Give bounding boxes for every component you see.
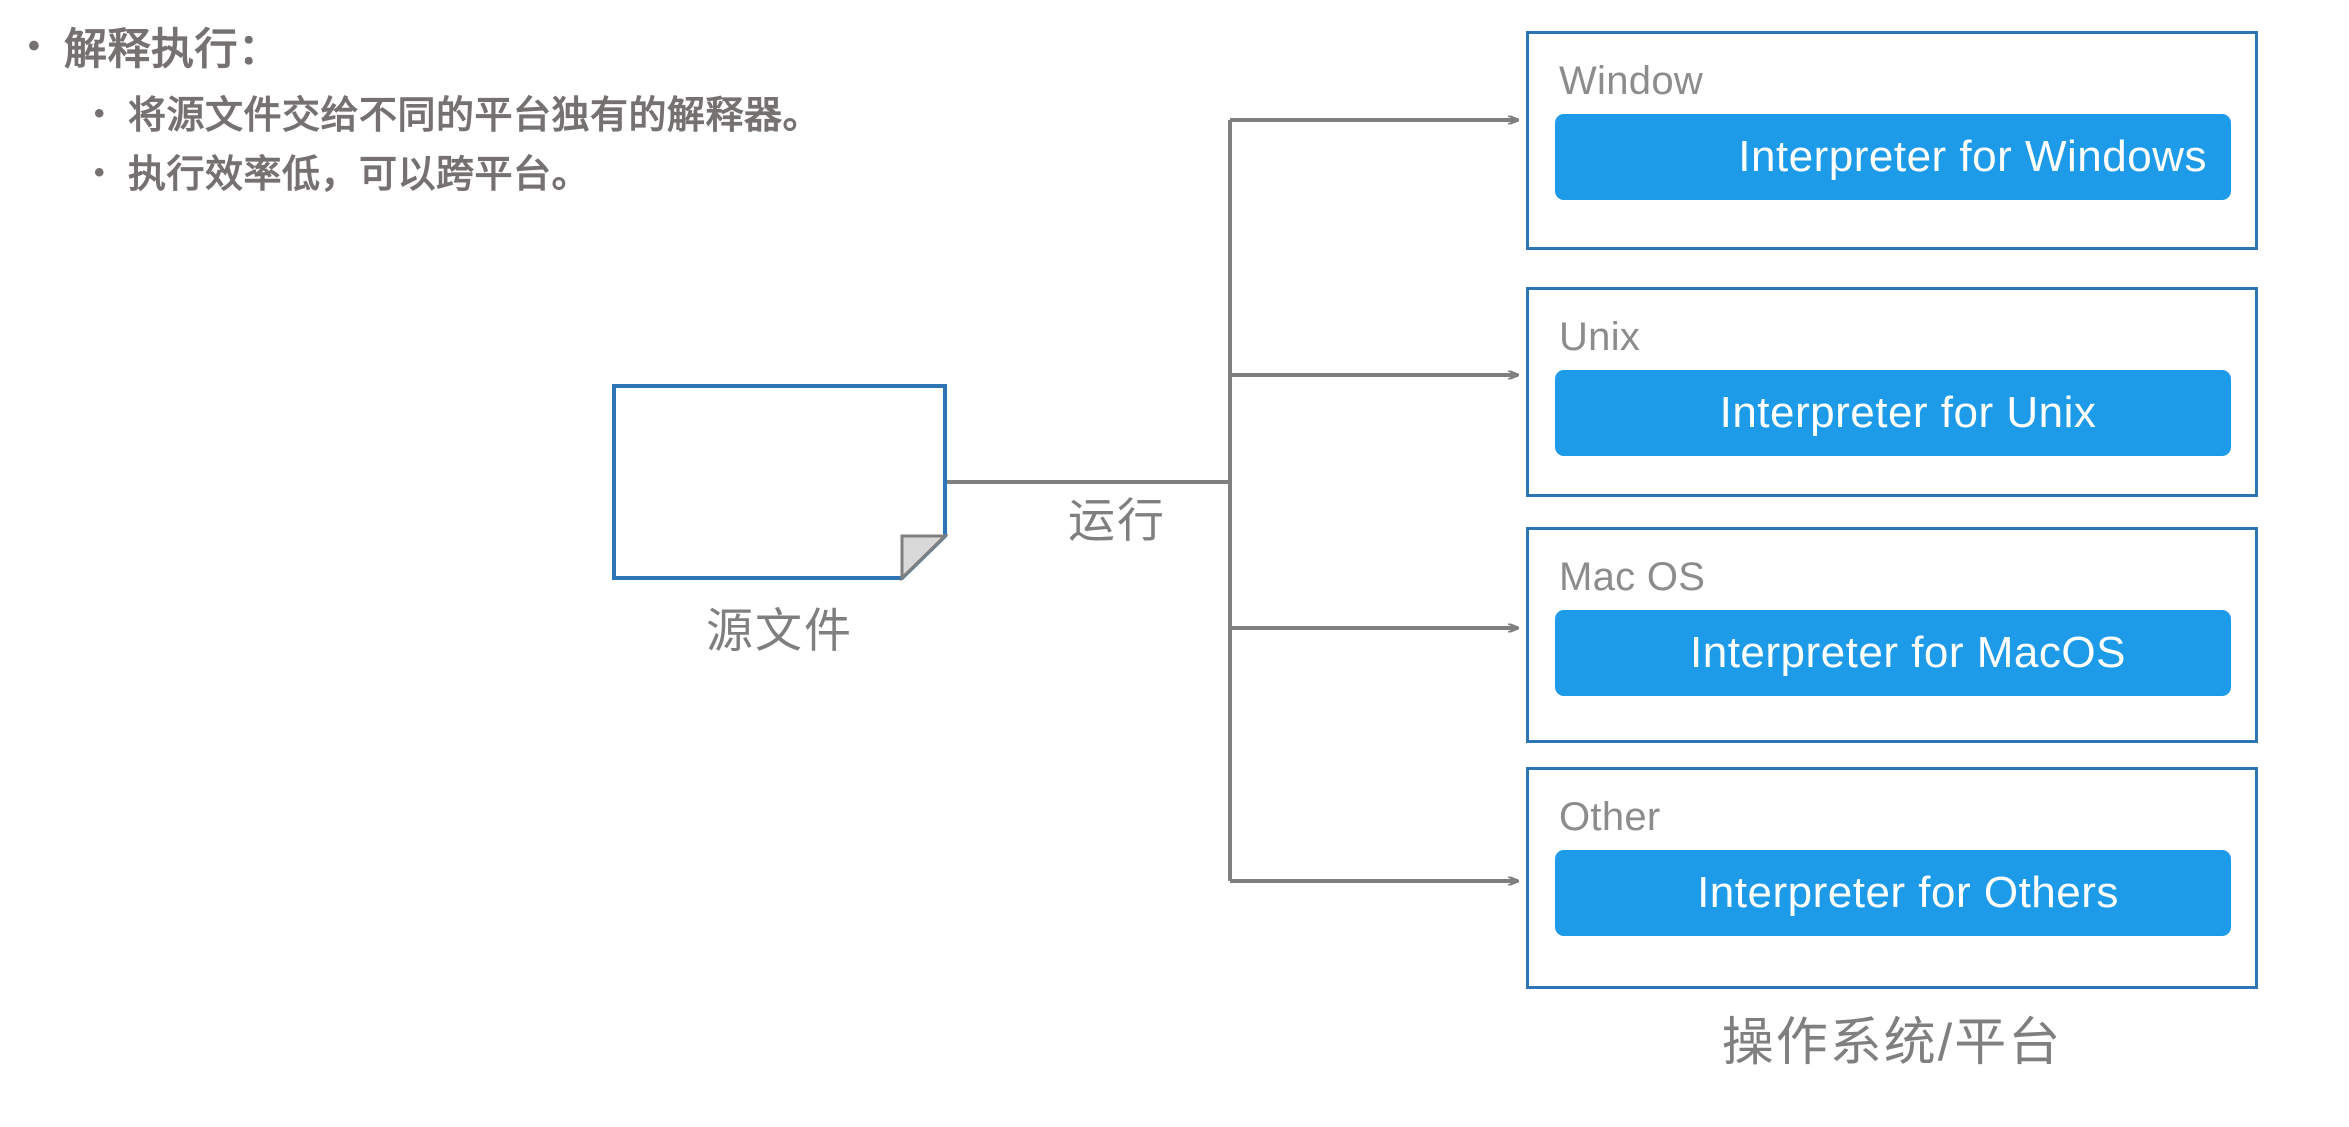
edge-label-run: 运行 [1068,494,1166,547]
connector-arrows [940,20,1540,1020]
bullet-level2-item: • 执行效率低，可以跨平台。 [94,151,1208,200]
bullet-list: • 解释执行： • 将源文件交给不同的平台独有的解释器。 • 执行效率低，可以跨… [28,24,1208,211]
platforms-footer-label: 操作系统/平台 [1721,1014,2063,1072]
bullet-level1-text: 解释执行： [64,26,282,74]
bullet-marker-icon: • [94,156,106,190]
bullet-marker-icon: • [28,27,41,65]
bullet-sublist: • 将源文件交给不同的平台独有的解释器。 • 执行效率低，可以跨平台。 [94,92,1208,201]
bullet-marker-icon: • [94,96,106,130]
platform-name-label: Window [1559,59,1704,103]
interpreter-button[interactable]: Interpreter for Unix [1555,370,2231,456]
interpreter-button[interactable]: Interpreter for Others [1555,850,2231,936]
bullet-level2-text: 将源文件交给不同的平台独有的解释器。 [128,94,822,137]
platform-box-unix[interactable]: Unix Interpreter for Unix [1526,287,2258,497]
platform-box-other[interactable]: Other Interpreter for Others [1526,767,2258,989]
bullet-level1: • 解释执行： [28,24,1208,78]
platform-name-label: Mac OS [1559,555,1706,599]
bullet-level2-text: 执行效率低，可以跨平台。 [128,154,591,197]
source-file-document-icon [612,384,949,582]
platform-box-window[interactable]: Window Interpreter for Windows [1526,31,2258,250]
source-file-label: 源文件 [706,604,853,657]
interpreter-button[interactable]: Interpreter for Windows [1555,114,2231,200]
interpreter-button[interactable]: Interpreter for MacOS [1555,610,2231,696]
bullet-level2-item: • 将源文件交给不同的平台独有的解释器。 [94,92,1208,141]
platform-name-label: Unix [1559,315,1641,359]
platform-box-macos[interactable]: Mac OS Interpreter for MacOS [1526,527,2258,743]
platform-name-label: Other [1559,795,1661,839]
